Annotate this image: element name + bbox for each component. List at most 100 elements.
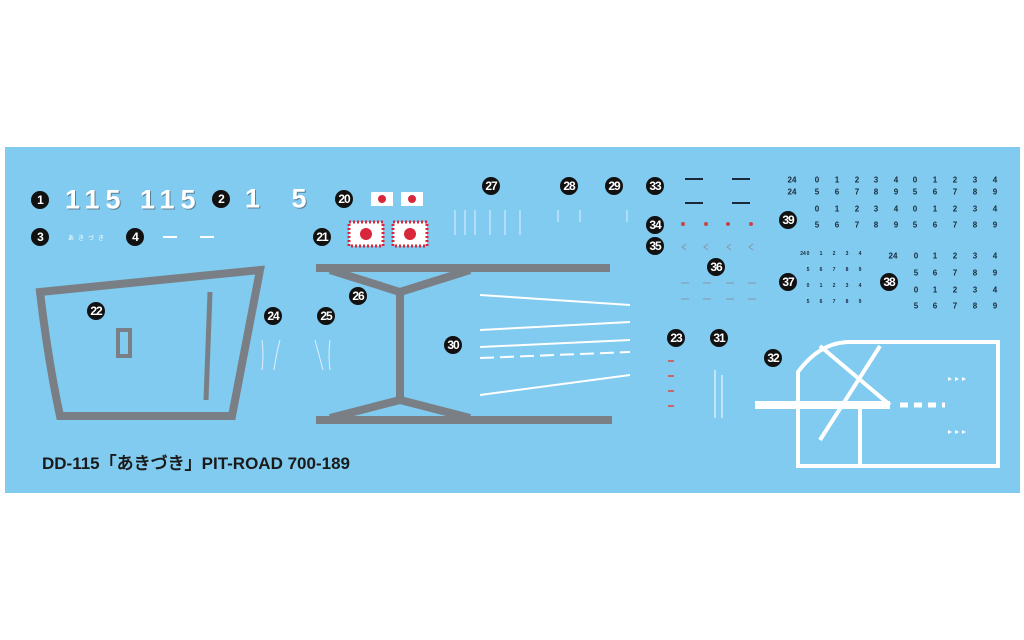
grid39-digit: 2 <box>854 204 860 214</box>
callout-3: 3 <box>31 228 49 246</box>
callout-4: 4 <box>126 228 144 246</box>
grid39-digit: 2 <box>854 175 860 185</box>
grid38-digit: 3 <box>972 251 978 261</box>
grid39-digit: 4 <box>893 204 899 214</box>
grid38-digit: 5 <box>913 301 919 311</box>
grid39-digit: 2 <box>952 175 958 185</box>
grid38-digit: 1 <box>932 251 938 261</box>
grid39-digit: 9 <box>893 187 899 197</box>
grid39-digit: 2 <box>952 204 958 214</box>
callout-25: 25 <box>317 307 335 325</box>
decal-31-lines <box>714 370 723 418</box>
callout-27: 27 <box>482 177 500 195</box>
grid38-digit: 2 <box>952 251 958 261</box>
callout-31: 31 <box>710 329 728 347</box>
decal-32-triangles <box>948 377 966 434</box>
grid39-digit: 9 <box>992 187 998 197</box>
grid38-digit: 7 <box>952 268 958 278</box>
grid39-digit: 6 <box>834 220 840 230</box>
callout-36: 36 <box>707 258 725 276</box>
decal-24-25-rails <box>261 339 331 371</box>
callout-37: 37 <box>779 273 797 291</box>
grid39-digit: 5 <box>814 187 820 197</box>
grid37-digit: 7 <box>832 267 836 273</box>
grid37-digit: 0 <box>806 283 810 289</box>
grid38-digit: 24 <box>888 251 898 261</box>
grid39-digit: 8 <box>972 187 978 197</box>
grid37-digit: 1 <box>819 283 823 289</box>
grid39-digit: 3 <box>873 175 879 185</box>
callout-30: 30 <box>444 336 462 354</box>
grid38-digit: 0 <box>913 251 919 261</box>
grid37-digit: 2 <box>832 283 836 289</box>
decal-26-deck-frame <box>316 264 612 424</box>
grid37-digit: 5 <box>806 267 810 273</box>
grid38-digit: 1 <box>932 285 938 295</box>
grid39-digit: 5 <box>912 187 918 197</box>
grid39-digit: 9 <box>992 220 998 230</box>
decal-20-hinomaru-flags <box>371 192 423 206</box>
grid38-digit: 6 <box>932 268 938 278</box>
grid39-digit: 6 <box>834 187 840 197</box>
decal-4-small-marks <box>163 236 214 238</box>
grid37-digit: 9 <box>858 267 862 273</box>
grid38-digit: 9 <box>992 301 998 311</box>
grid38-digit: 5 <box>913 268 919 278</box>
decal-34-red-dots <box>681 222 753 226</box>
grid39-digit: 5 <box>912 220 918 230</box>
grid39-digit: 4 <box>992 175 998 185</box>
grid38-digit: 8 <box>972 268 978 278</box>
grid37-digit: 0 <box>806 251 810 257</box>
hull-number-decal-2: 1 5 <box>245 183 319 214</box>
decal-30-deck-lines <box>479 294 631 396</box>
grid37-digit: 2 <box>832 251 836 257</box>
grid37-digit: 1 <box>819 251 823 257</box>
hull-number-decal-1a: 115 <box>65 184 127 215</box>
grid38-digit: 0 <box>913 285 919 295</box>
grid39-digit: 7 <box>854 220 860 230</box>
grid39-digit: 0 <box>912 175 918 185</box>
grid39-digit: 24 <box>787 187 797 197</box>
callout-33: 33 <box>646 177 664 195</box>
grid39-digit: 5 <box>814 220 820 230</box>
grid38-digit: 2 <box>952 285 958 295</box>
grid39-digit: 4 <box>992 204 998 214</box>
grid39-digit: 3 <box>873 204 879 214</box>
grid37-digit: 7 <box>832 299 836 305</box>
callout-20: 20 <box>335 190 353 208</box>
decal-32-helideck <box>755 340 1000 468</box>
callout-35: 35 <box>646 237 664 255</box>
grid39-digit: 0 <box>814 175 820 185</box>
grid37-digit: 8 <box>845 299 849 305</box>
ship-name-decal-3: あきづき <box>68 236 109 242</box>
grid38-digit: 9 <box>992 268 998 278</box>
grid39-digit: 7 <box>854 187 860 197</box>
callout-23: 23 <box>667 329 685 347</box>
grid37-digit: 3 <box>845 283 849 289</box>
decal-27-29-antennas <box>454 210 628 235</box>
hull-number-decal-1b: 115 <box>140 184 202 215</box>
decal-36-dashes <box>681 282 756 300</box>
grid37-digit: 4 <box>858 251 862 257</box>
decal-33-name-plates <box>685 178 750 204</box>
grid37-digit: 6 <box>819 267 823 273</box>
grid39-digit: 6 <box>932 220 938 230</box>
grid39-digit: 7 <box>952 220 958 230</box>
grid39-digit: 4 <box>893 175 899 185</box>
decal-21-rising-sun-flags <box>347 220 429 248</box>
decal-35-chevrons <box>681 243 754 251</box>
grid39-digit: 8 <box>972 220 978 230</box>
grid39-digit: 8 <box>873 187 879 197</box>
callout-1: 1 <box>31 191 49 209</box>
decal-22-deck-frame <box>35 265 265 420</box>
grid39-digit: 1 <box>932 175 938 185</box>
grid38-digit: 4 <box>992 285 998 295</box>
grid39-digit: 1 <box>834 204 840 214</box>
grid37-digit: 3 <box>845 251 849 257</box>
grid39-digit: 1 <box>834 175 840 185</box>
grid37-digit: 5 <box>806 299 810 305</box>
decal-23-marks <box>668 360 674 407</box>
grid39-digit: 1 <box>932 204 938 214</box>
grid38-digit: 8 <box>972 301 978 311</box>
